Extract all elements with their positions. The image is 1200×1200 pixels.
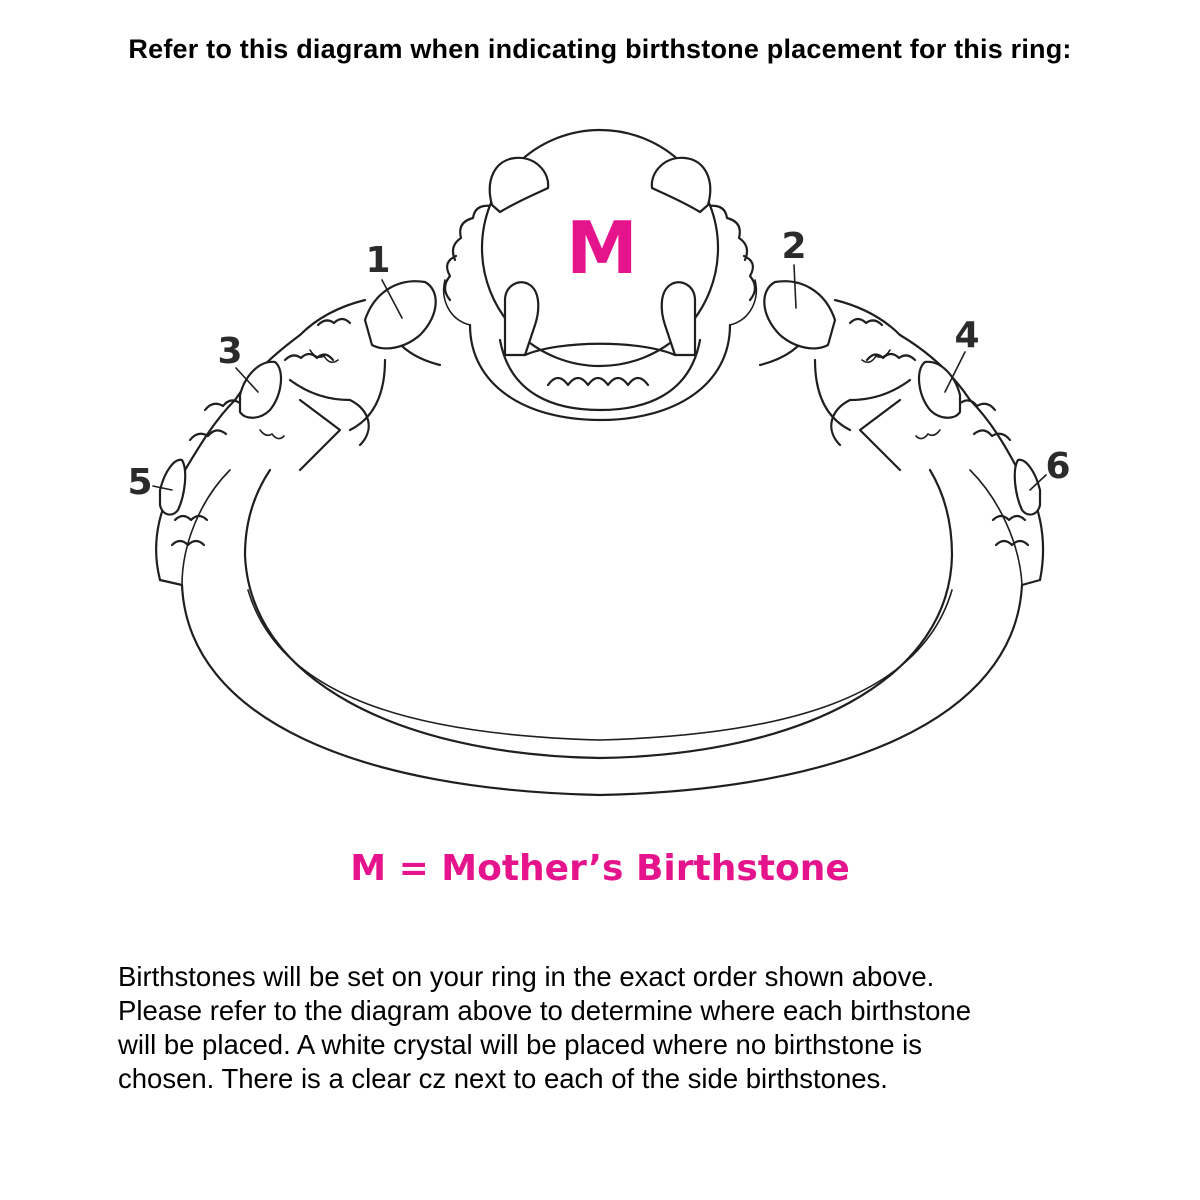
stone-label-6: 6 <box>1045 446 1070 487</box>
ring-band <box>160 470 1040 795</box>
stone-3-outline <box>240 362 281 418</box>
center-stone-label: M <box>566 206 638 290</box>
instructions-line: Birthstones will be set on your ring in … <box>118 960 1098 994</box>
stone-4-outline <box>919 362 960 418</box>
stone-label-4: 4 <box>954 315 979 356</box>
stone-2-outline <box>764 281 835 348</box>
stone-label-2: 2 <box>781 226 806 267</box>
stone-label-3: 3 <box>217 331 242 372</box>
stone-label-5: 5 <box>127 462 152 503</box>
instructions-line: Please refer to the diagram above to det… <box>118 994 1098 1028</box>
legend: M = Mother’s Birthstone <box>0 848 1200 889</box>
instructions-paragraph: Birthstones will be set on your ring in … <box>118 960 1098 1096</box>
stone-6-outline <box>1015 460 1040 515</box>
instructions-line: chosen. There is a clear cz next to each… <box>118 1062 1098 1096</box>
stone-label-1: 1 <box>365 240 390 281</box>
diagram-heading: Refer to this diagram when indicating bi… <box>0 34 1200 65</box>
stone-5-outline <box>160 460 185 515</box>
ring-diagram: M 1 2 3 4 5 6 <box>0 100 1200 840</box>
instructions-line: will be placed. A white crystal will be … <box>118 1028 1098 1062</box>
